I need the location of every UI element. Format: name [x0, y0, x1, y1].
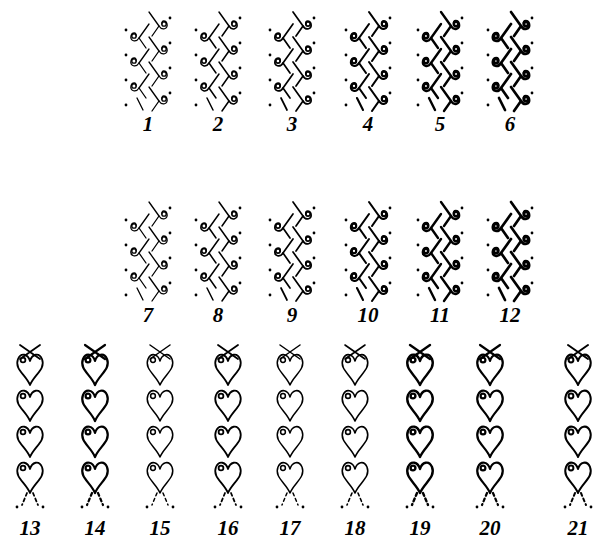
figure-number: 21 [568, 518, 589, 539]
figure-number: 3 [287, 114, 298, 135]
figure-number: 14 [85, 518, 106, 539]
stitch-figure [125, 12, 172, 111]
chain-figure [341, 345, 370, 508]
figure-number: 5 [435, 114, 446, 135]
figure-number: 13 [20, 518, 41, 539]
chain-figure [16, 345, 45, 508]
stitch-figure [417, 12, 464, 111]
stitch-figure [345, 12, 392, 111]
stitch-figure [125, 202, 172, 301]
stitch-figure [345, 202, 392, 301]
figure-number: 9 [287, 305, 298, 326]
figure-number: 8 [213, 305, 224, 326]
figure-number: 10 [358, 305, 379, 326]
figure-number: 2 [213, 114, 224, 135]
chain-figure [476, 345, 505, 508]
stitch-figure [195, 202, 242, 301]
chain-figure [146, 345, 175, 508]
stitch-figure [487, 12, 534, 111]
figure-number: 1 [143, 114, 154, 135]
stitch-figure [417, 202, 464, 301]
stitch-figure [195, 12, 242, 111]
figure-number: 19 [410, 518, 431, 539]
figure-number: 12 [500, 305, 521, 326]
chain-figure [276, 345, 305, 508]
chain-figure [81, 345, 110, 508]
stitch-figure [269, 202, 316, 301]
chain-figure [564, 345, 593, 508]
stitch-figure [269, 12, 316, 111]
figure-number: 4 [363, 114, 374, 135]
figure-number: 17 [280, 518, 301, 539]
figure-number: 16 [218, 518, 239, 539]
chain-figure [214, 345, 243, 508]
figure-number: 7 [143, 305, 154, 326]
chain-figure [406, 345, 435, 508]
figure-number: 15 [150, 518, 171, 539]
figure-number: 20 [480, 518, 501, 539]
stitch-figure [487, 202, 534, 301]
figure-number: 6 [505, 114, 516, 135]
figure-number: 18 [345, 518, 366, 539]
figure-number: 11 [430, 305, 450, 326]
